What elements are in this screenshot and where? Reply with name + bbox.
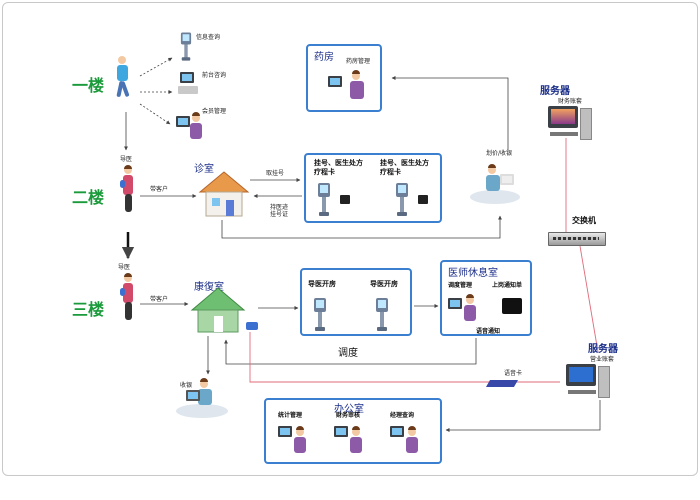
voice-card-icon: [485, 380, 519, 387]
finance-staff-icon: [334, 422, 370, 458]
cashier-2f-staff-icon: [478, 164, 518, 200]
rehab-box: 导医开房 导医开房: [300, 268, 412, 336]
finance-review-label: 财务审核: [336, 412, 361, 419]
cashier-3f-staff-icon: [186, 378, 226, 414]
rehab-house-icon: [190, 287, 246, 333]
voucher-label: 持医迹 挂号证: [270, 204, 289, 219]
lead-customer-2-label: 带客户: [150, 296, 169, 303]
rehab-title: 康復室: [194, 282, 224, 293]
pharmacy-title: 药房: [314, 52, 334, 63]
lead-customer-1-label: 带客户: [150, 186, 169, 193]
voice-notice-label: 语音通知: [476, 328, 501, 335]
front-desk-label: 前台咨询: [202, 72, 227, 79]
cashier-shadow: [470, 190, 520, 204]
info-query-label: 信息查询: [196, 34, 221, 41]
voice-card-label: 语音卡: [504, 370, 523, 377]
office-title: 办公室: [334, 404, 364, 415]
doctor-lounge-box: 医师休息室 调度管理 上岗通知单 语音通知: [440, 260, 532, 336]
rehab-kiosk-1-icon: [314, 298, 326, 332]
server-top-icon: [548, 106, 598, 140]
guide-2f-figure: [120, 165, 138, 222]
server-bottom-title: 服务器: [588, 344, 618, 355]
floor-2-label: 二楼: [72, 188, 105, 207]
rehab-kiosk-2-icon: [376, 298, 388, 332]
registration-item-1: 挂号、医生处方 疗程卡: [314, 159, 363, 176]
server-top-sub: 财务账套: [558, 98, 583, 105]
doctor-lounge-title: 医师休息室: [448, 268, 498, 279]
registration-kiosk-1-icon: [318, 183, 330, 217]
clinic-house-icon: [198, 171, 250, 217]
rehab-item-1: 导医开房: [308, 280, 336, 288]
registration-box: 挂号、医生处方 疗程卡 挂号、医生处方 疗程卡: [304, 153, 442, 223]
guide-3f-figure: [120, 273, 138, 330]
manager-staff-icon: [390, 422, 426, 458]
member-mgmt-staff-icon: [176, 110, 204, 142]
server-bottom-icon: [566, 364, 616, 402]
info-query-kiosk-icon: [180, 32, 192, 62]
cashier-3f-shadow: [176, 404, 228, 418]
dispatch-staff-icon: [448, 292, 482, 326]
dispatch-mgmt-label: 调度管理: [448, 282, 473, 289]
server-top-title: 服务器: [540, 86, 570, 97]
take-number-label: 取挂号: [266, 170, 285, 177]
network-switch-icon: [548, 232, 606, 246]
cashier-label: 收银: [180, 382, 193, 389]
switch-label: 交换机: [572, 216, 596, 225]
stats-staff-icon: [278, 422, 314, 458]
dispatch-label: 调度: [338, 348, 358, 359]
voice-device-icon: [246, 322, 258, 330]
guide-2-label: 导医: [118, 264, 131, 271]
rehab-item-2: 导医开房: [370, 280, 398, 288]
notice-printer-icon: [502, 298, 522, 314]
member-mgmt-label: 会员管理: [202, 108, 227, 115]
guide-1-label: 导医: [120, 156, 133, 163]
registration-item-2: 挂号、医生处方 疗程卡: [380, 159, 429, 176]
pharmacy-mgmt-label: 药房管理: [346, 58, 371, 65]
floor-3-label: 三楼: [72, 300, 105, 319]
visitor-figure: [112, 56, 132, 100]
shift-notice-label: 上岗通知单: [492, 282, 523, 289]
server-bottom-sub: 营业账套: [590, 356, 615, 363]
pharmacy-box: 药房 药房管理: [306, 44, 382, 112]
clinic-title: 诊室: [194, 164, 214, 175]
pricing-cashier-label: 划价/收银: [486, 150, 513, 157]
office-box: 办公室 统计管理 财务审核 经理查询: [264, 398, 442, 464]
manager-query-label: 经理查询: [390, 412, 415, 419]
floor-1-label: 一楼: [72, 76, 105, 95]
registration-kiosk-2-icon: [396, 183, 408, 217]
pharmacy-staff-icon: [328, 70, 372, 106]
stats-mgmt-label: 统计管理: [278, 412, 303, 419]
front-desk-icon: [178, 72, 200, 94]
